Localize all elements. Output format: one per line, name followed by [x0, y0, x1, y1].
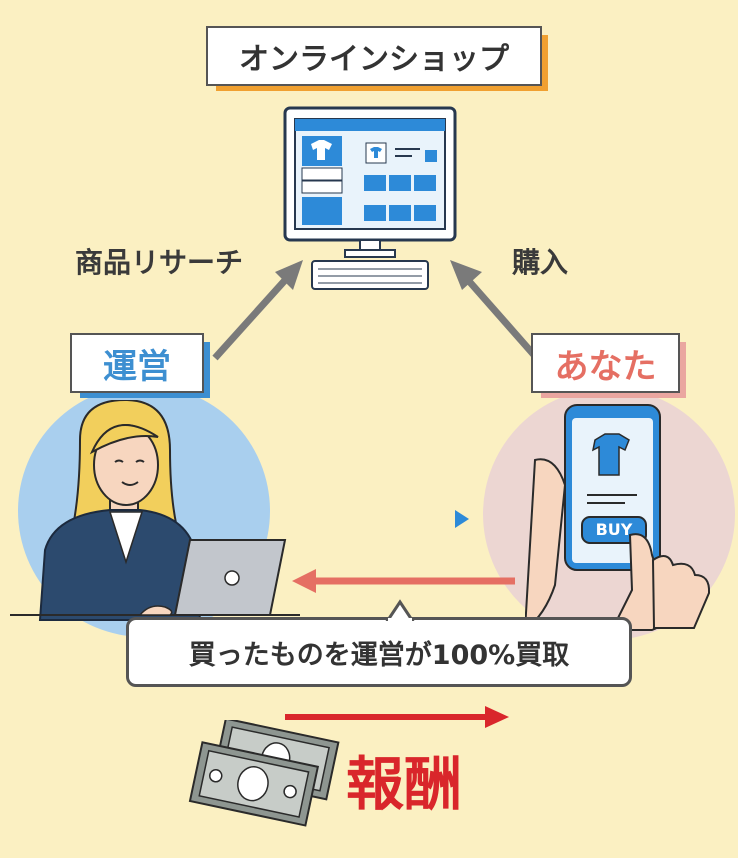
operator-label-text: 運営 — [103, 346, 171, 387]
operator-woman-illustration — [10, 400, 300, 621]
purchase-arrow — [450, 260, 537, 358]
speech-bubble-tail — [385, 599, 415, 621]
research-label: 商品リサーチ — [75, 246, 244, 279]
buyback-speech-bubble: 買ったものを運営が100%買取 — [126, 617, 632, 687]
buy-button[interactable]: BUY — [595, 520, 633, 539]
operator-label: 運営 — [70, 333, 204, 393]
shop-title-text: オンラインショップ — [239, 42, 509, 77]
smartphone-hand-illustration — [525, 404, 711, 632]
buyback-arrow — [292, 569, 515, 593]
reward-arrow — [285, 706, 509, 728]
research-arrow — [212, 260, 303, 361]
buyback-text: 買ったものを運営が100%買取 — [188, 639, 570, 671]
you-label: あなた — [531, 333, 680, 393]
you-label-text: あなた — [554, 346, 657, 387]
reward-label: 報酬 — [346, 750, 463, 818]
money-bills-icon — [188, 720, 340, 827]
purchase-label: 購入 — [512, 246, 569, 279]
pointer-triangle-icon — [455, 510, 469, 528]
shop-title: オンラインショップ — [206, 26, 542, 86]
desktop-computer-icon — [283, 106, 457, 290]
